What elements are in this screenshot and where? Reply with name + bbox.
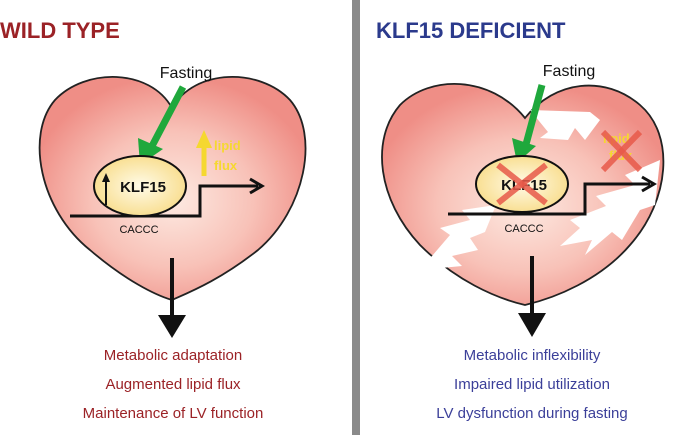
wild-type-fasting-label: Fasting xyxy=(160,65,212,82)
deficient-heart-damage-left xyxy=(420,205,496,270)
wild-type-flux-label: flux xyxy=(214,158,238,173)
deficient-heart-damage-top xyxy=(530,110,600,140)
deficient-caccc-label: CACCC xyxy=(504,223,543,235)
deficient-outcome-3: LV dysfunction during fasting xyxy=(436,405,628,422)
wild-type-caccc-label: CACCC xyxy=(119,224,158,236)
wild-type-outcome-2: Augmented lipid flux xyxy=(105,376,241,393)
wild-type-klf15-ellipse xyxy=(93,155,187,217)
deficient-title: KLF15 DEFICIENT xyxy=(376,18,566,43)
panel-divider xyxy=(352,0,360,435)
wild-type-title: WILD TYPE xyxy=(0,18,120,43)
deficient-outcome-2: Impaired lipid utilization xyxy=(454,376,610,393)
deficient-transcription-arrowhead xyxy=(641,175,657,193)
wild-type-fasting-arrow xyxy=(147,85,187,150)
deficient-fasting-arrow xyxy=(521,84,546,149)
wild-type-outcome-1: Metabolic adaptation xyxy=(104,347,242,364)
wild-type-outcome-3: Maintenance of LV function xyxy=(83,405,264,422)
wild-type-transcription-arrowhead xyxy=(249,177,265,195)
wild-type-lipid-label: lipid xyxy=(214,138,241,153)
wild-type-klf15-label: KLF15 xyxy=(120,179,166,196)
deficient-fasting-label: Fasting xyxy=(543,63,595,80)
deficient-outcome-1: Metabolic inflexibility xyxy=(464,347,601,364)
deficient-dna-line xyxy=(448,182,650,216)
